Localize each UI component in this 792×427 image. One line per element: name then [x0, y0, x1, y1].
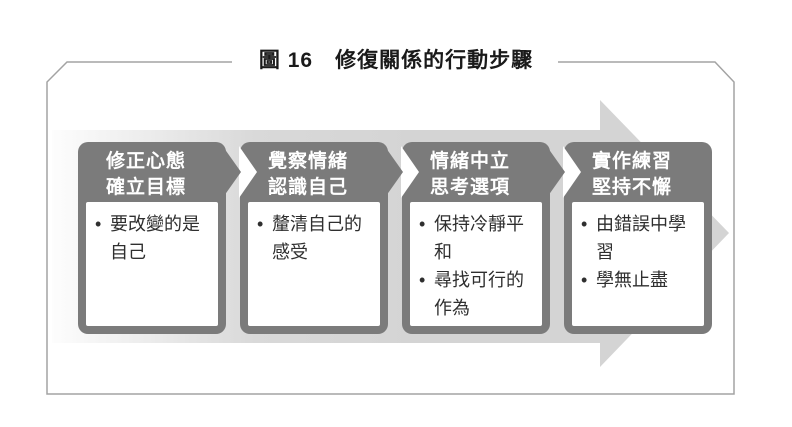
step-header: 覺察情緒 認識自己	[268, 151, 349, 198]
step-header: 修正心態 確立目標	[106, 151, 187, 198]
bullet-item: 尋找可行的作為	[416, 266, 538, 322]
step-body: 由錯誤中學習 學無止盡	[572, 202, 704, 326]
bullet-item: 釐清自己的感受	[254, 210, 376, 266]
step-header: 實作練習 堅持不懈	[592, 151, 673, 198]
step-box-4: 實作練習 堅持不懈 由錯誤中學習 學無止盡	[564, 142, 712, 334]
step-box-2: 覺察情緒 認識自己 釐清自己的感受	[240, 142, 388, 334]
bullet-item: 學無止盡	[578, 266, 700, 294]
step-box-1: 修正心態 確立目標 要改變的是自己	[78, 142, 226, 334]
step-body: 要改變的是自己	[86, 202, 218, 326]
bullet-list: 由錯誤中學習 學無止盡	[578, 210, 700, 294]
figure-title: 圖 16 修復關係的行動步驟	[242, 47, 550, 75]
frame-border	[46, 61, 735, 395]
bullet-list: 保持冷靜平和 尋找可行的作為	[416, 210, 538, 322]
step-header: 情緒中立 思考選項	[430, 151, 511, 198]
step-body: 釐清自己的感受	[248, 202, 380, 326]
bullet-item: 由錯誤中學習	[578, 210, 700, 266]
step-body: 保持冷靜平和 尋找可行的作為	[410, 202, 542, 326]
bullet-list: 釐清自己的感受	[254, 210, 376, 266]
bullet-item: 保持冷靜平和	[416, 210, 538, 266]
bullet-item: 要改變的是自己	[92, 210, 214, 266]
bullet-list: 要改變的是自己	[92, 210, 214, 266]
step-box-3: 情緒中立 思考選項 保持冷靜平和 尋找可行的作為	[402, 142, 550, 334]
